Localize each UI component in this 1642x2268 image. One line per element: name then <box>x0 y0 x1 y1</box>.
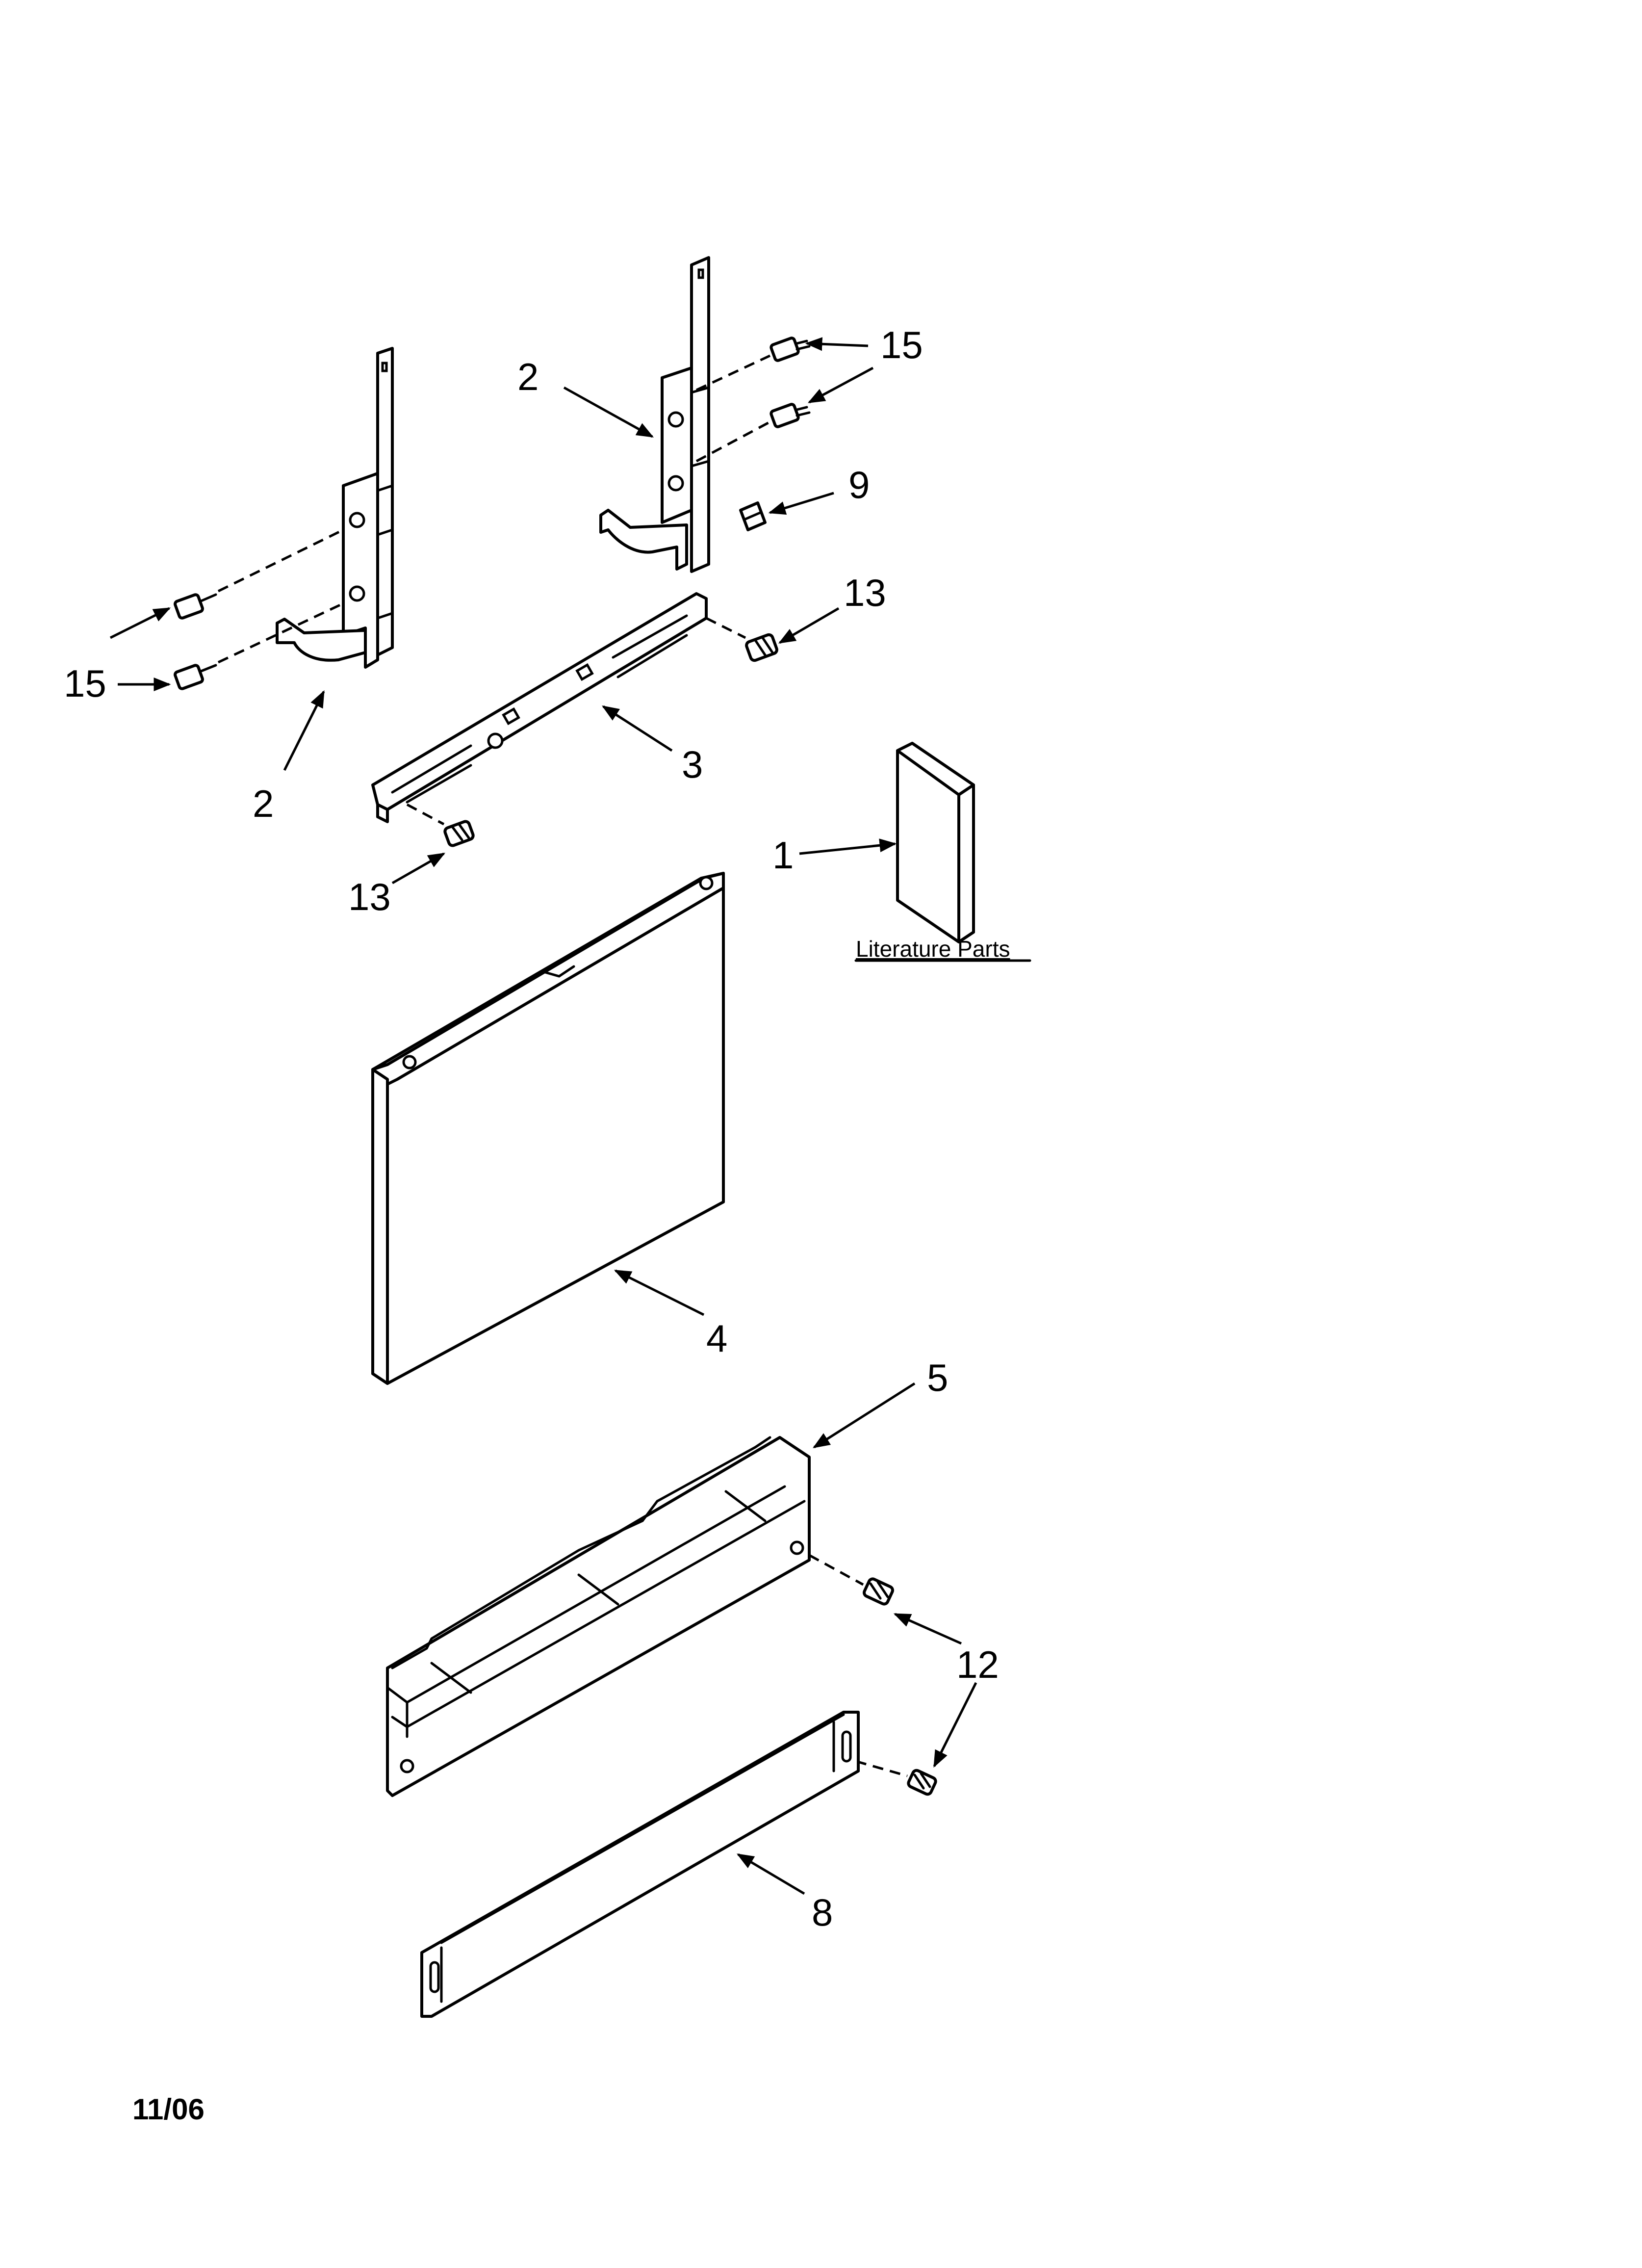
screw-15-left-lower <box>174 664 217 690</box>
dash-line-12-lower <box>855 1760 908 1777</box>
callout-12: 12 <box>956 1643 999 1686</box>
leader-lines <box>109 337 977 1895</box>
literature-parts-label: Literature Parts <box>856 936 1010 962</box>
screw-12-upper <box>863 1577 894 1606</box>
hinge-bracket-right <box>599 256 710 573</box>
hinge-bracket-left <box>276 347 394 669</box>
date-code: 11/06 <box>132 2093 205 2126</box>
screw-15-right-lower <box>770 403 811 428</box>
callout-13-right: 13 <box>844 571 886 614</box>
dash-line-15-right-lower <box>695 420 771 463</box>
callout-4: 4 <box>706 1317 727 1360</box>
clip-9 <box>739 501 767 531</box>
dash-line-15-left-upper <box>217 528 344 593</box>
callout-5: 5 <box>927 1356 948 1399</box>
screw-15-right-upper <box>770 337 811 362</box>
screw-13-right <box>745 633 778 662</box>
kickplate-8 <box>420 1711 860 2018</box>
callout-8: 8 <box>812 1891 833 1934</box>
callout-15-left: 15 <box>64 662 106 705</box>
callout-3: 3 <box>682 743 703 786</box>
dash-line-15-left-lower <box>217 602 344 664</box>
bottom-bracket-5 <box>386 1436 811 1797</box>
callout-1: 1 <box>772 834 794 877</box>
callout-15-right: 15 <box>880 323 923 366</box>
screw-13-left <box>443 820 475 847</box>
door-panel-4 <box>371 872 725 1385</box>
dash-line-13-left <box>406 803 445 826</box>
dash-line-13-right <box>705 617 746 639</box>
callout-13-left: 13 <box>348 875 391 918</box>
literature-book-1 <box>896 742 975 943</box>
mounting-rail-3 <box>371 592 708 823</box>
dash-line-12-upper <box>808 1554 864 1586</box>
callout-9: 9 <box>848 463 870 506</box>
callout-2-top: 2 <box>517 355 539 398</box>
callout-2-bottom: 2 <box>253 782 274 825</box>
screw-15-left-upper <box>174 593 217 620</box>
screw-12-lower <box>907 1769 937 1796</box>
dash-line-15-right-upper <box>695 354 771 391</box>
